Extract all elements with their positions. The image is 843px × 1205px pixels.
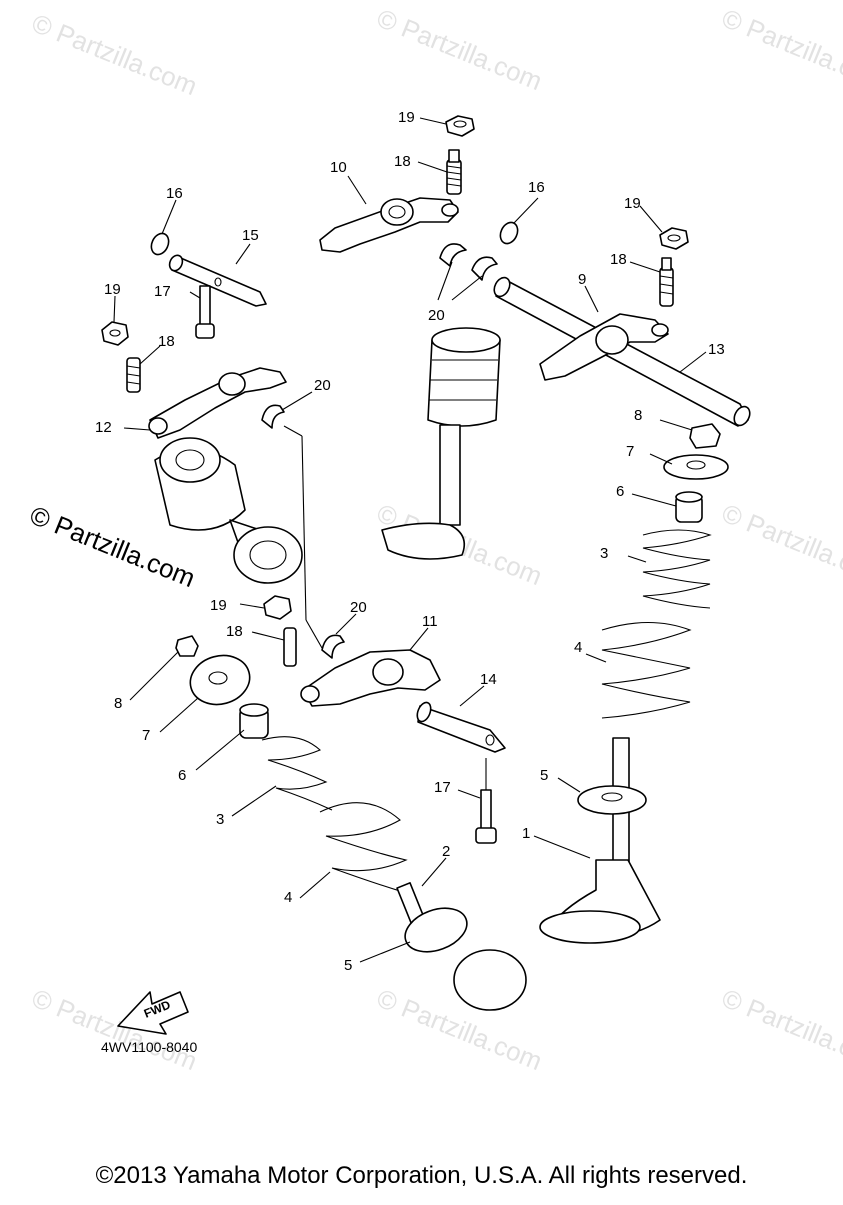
callout-16: 16 — [528, 179, 545, 196]
spring-4-left — [319, 802, 411, 895]
spring-seat-7-right — [663, 454, 729, 480]
seal-6-left — [239, 703, 269, 739]
callout-9: 9 — [578, 271, 586, 288]
nut-19-mid — [263, 595, 292, 620]
callout-14: 14 — [480, 671, 497, 688]
callout-5: 5 — [344, 957, 352, 974]
callout-4: 4 — [574, 639, 582, 656]
callout-19: 19 — [398, 109, 415, 126]
watermark: © Partzilla.com — [28, 8, 202, 101]
callout-11: 11 — [422, 613, 438, 630]
spring-3-right — [642, 529, 712, 609]
callout-8: 8 — [114, 695, 122, 712]
callout-6: 6 — [178, 767, 186, 784]
callout-13: 13 — [708, 341, 725, 358]
keeper-8-left — [175, 635, 199, 657]
spring-3-left — [261, 736, 333, 811]
valve-1-right — [539, 737, 661, 944]
valve-center — [381, 327, 501, 560]
o-ring-16-right — [499, 221, 519, 245]
seal-6-right — [675, 491, 703, 523]
adjuster-18-right — [659, 257, 674, 307]
callout-20: 20 — [350, 599, 367, 616]
pad-20-top — [439, 243, 498, 281]
callout-6: 6 — [616, 483, 624, 500]
callouts: 19 18 10 16 19 16 15 18 19 17 9 20 13 18… — [95, 109, 725, 974]
callout-19: 19 — [104, 281, 121, 298]
callout-4: 4 — [284, 889, 292, 906]
callout-12: 12 — [95, 419, 112, 436]
adjuster-18-top — [446, 149, 462, 195]
leader-lines — [113, 117, 707, 963]
rocker-arm-11 — [300, 649, 441, 707]
callout-18: 18 — [158, 333, 175, 350]
callout-8: 8 — [634, 407, 642, 424]
pad-20-mid — [321, 634, 345, 659]
adjuster-18-mid — [283, 627, 297, 667]
tappet-left — [154, 437, 303, 584]
spring-4-right — [601, 621, 692, 719]
callout-20: 20 — [314, 377, 331, 394]
copyright-notice: ©2013 Yamaha Motor Corporation, U.S.A. A… — [95, 1162, 748, 1189]
nut-19-top — [445, 115, 475, 137]
callout-20: 20 — [428, 307, 445, 324]
callout-19: 19 — [624, 195, 641, 212]
o-ring-16-left — [150, 232, 170, 256]
keeper-8-right — [689, 423, 721, 449]
callout-3: 3 — [216, 811, 224, 828]
callout-5: 5 — [540, 767, 548, 784]
shaft-15 — [168, 254, 267, 307]
rocker-shaft-13 — [493, 276, 751, 427]
callout-19: 19 — [210, 597, 227, 614]
callout-18: 18 — [394, 153, 411, 170]
callout-7: 7 — [626, 443, 634, 460]
diagram-code: 4WV1100-8040 — [101, 1039, 197, 1055]
callout-18: 18 — [226, 623, 243, 640]
rocker-arm-9 — [539, 313, 669, 381]
callout-10: 10 — [330, 159, 347, 176]
nut-19-left — [101, 321, 129, 346]
pad-20-left — [261, 404, 285, 429]
bolt-17-left — [195, 285, 215, 339]
valve-2-left — [396, 882, 527, 1011]
watermark: © Partzilla.com — [718, 498, 843, 591]
callout-18: 18 — [610, 251, 627, 268]
callout-16: 16 — [166, 185, 183, 202]
callout-3: 3 — [600, 545, 608, 562]
callout-17: 17 — [434, 779, 451, 796]
callout-15: 15 — [242, 227, 259, 244]
rocker-arm-12 — [148, 367, 287, 439]
callout-1: 1 — [522, 825, 530, 842]
watermark: © Partzilla.com — [373, 3, 547, 96]
watermark: © Partzilla.com — [718, 3, 843, 96]
adjuster-18-left — [126, 357, 141, 393]
fwd-arrow-icon: FWD — [117, 991, 189, 1035]
callout-17: 17 — [154, 283, 171, 300]
watermark: © Partzilla.com — [718, 983, 843, 1076]
nut-19-right — [659, 227, 689, 250]
shaft-14 — [416, 701, 506, 753]
callout-7: 7 — [142, 727, 150, 744]
rocker-arm-10 — [319, 197, 459, 253]
callout-2: 2 — [442, 843, 450, 860]
spring-seat-7-left — [189, 654, 251, 706]
